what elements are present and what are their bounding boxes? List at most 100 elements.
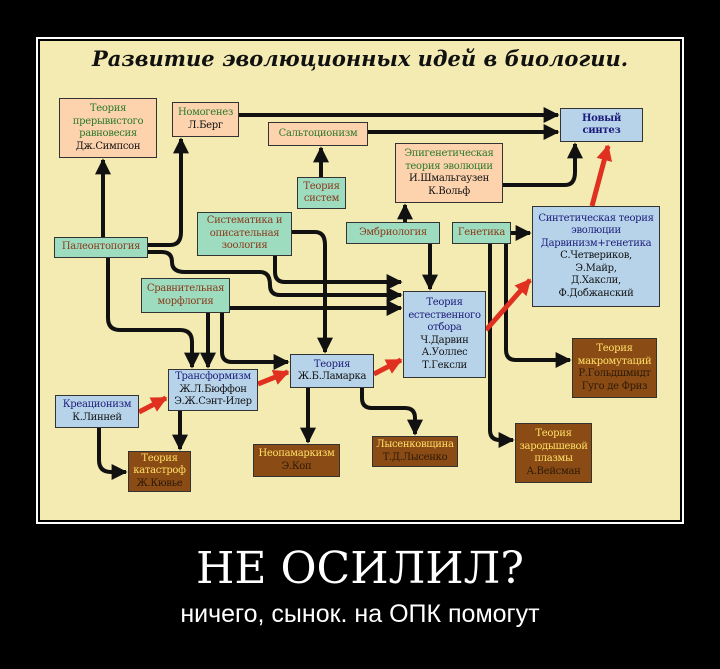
poster-headline: НЕ ОСИЛИЛ? <box>196 543 524 594</box>
box-author: Д.Хаксли, <box>571 275 621 287</box>
box-label: Палеонтопогия <box>61 241 141 253</box>
box-author: Э.Майр, <box>575 262 617 274</box>
box-author: И.Шмальгаузен <box>408 173 490 184</box>
box-author: Ф.Добжанский <box>558 287 634 299</box>
box-comparative-morphology: Сравнительная морфлогия <box>141 278 230 313</box>
box-author: Ж.Л.Бюффон <box>179 383 247 395</box>
box-author: Т.Гексли <box>422 359 467 371</box>
red-arrow-synthetic-newsynthesis <box>589 144 613 207</box>
box-label: Синтетическая теория <box>538 212 654 224</box>
box-label: систем <box>303 193 340 204</box>
box-label: Новый <box>581 112 621 124</box>
box-label: прерывистого <box>72 115 144 127</box>
box-label: морфлогия <box>157 295 214 307</box>
box-label: теория эволюции <box>405 160 493 172</box>
box-label: Генетика <box>457 226 506 238</box>
box-label: Сравнительная <box>146 283 225 294</box>
red-arrow-creationism-transformism <box>137 395 168 415</box>
arrow-systematics-lamarck <box>292 230 333 354</box>
box-label: Эпигенетическая <box>404 148 494 159</box>
arrow-creationism-catastrophe <box>97 428 128 480</box>
box-epigenetic-theory: Эпигенетическая теория эволюции И.Шмальг… <box>395 143 503 203</box>
box-label: Эмбриология <box>359 226 427 238</box>
box-macromutation: Теория макромутаций Р.Гольдшмидт Гуго де… <box>572 338 657 398</box>
arrow-genetics-germplasm <box>488 244 515 448</box>
box-label: зародышевой <box>519 440 588 452</box>
box-label: отбора <box>427 322 462 333</box>
poster-subline: ничего, сынок. на ОПК помогут <box>180 600 540 628</box>
box-label: Сальтоционизм <box>278 127 358 139</box>
box-label: Номогенез <box>177 107 234 118</box>
box-natural-selection: Теория естественного отбора Ч.Дарвин А.У… <box>403 291 486 378</box>
box-label: зоология <box>221 240 268 252</box>
box-author: Ж.Кювье <box>136 477 183 489</box>
box-label: Теория <box>426 297 463 308</box>
box-systematics: Систематика и описательная зоология <box>197 212 292 256</box>
box-label: Систематика и <box>206 215 283 227</box>
box-label: эволюции <box>571 225 621 237</box>
arrow-lamarck-lysenko <box>360 388 423 436</box>
box-label: естественного <box>408 309 481 321</box>
box-label: плазмы <box>534 453 573 464</box>
box-transformism: Трансформизм Ж.Л.Бюффон Э.Ж.Сэнт-Илер <box>168 369 258 411</box>
box-label: Трансформизм <box>175 371 251 383</box>
box-label: равновесия <box>79 128 137 139</box>
box-punctuated-equilibrium: Теория прерывистого равновесия Дж.Симпсо… <box>59 98 157 158</box>
box-saltationism: Сальтоционизм <box>268 122 368 146</box>
box-author: Дж.Симпсон <box>75 140 141 152</box>
box-synthetic-theory: Синтетическая теория эволюции Дарвинизм+… <box>532 206 660 307</box>
box-neolamarckism: Неопамаркизм Э.Коп <box>253 444 340 477</box>
red-arrow-selection-synthetic <box>484 278 532 332</box>
box-label: Теория <box>303 180 340 192</box>
box-lamarck: Теория Ж.Б.Ламарка <box>290 354 374 388</box>
box-nomogenez: Номогенез Л.Берг <box>172 102 239 137</box>
box-catastrophism: Теория катастроф Ж.Кювье <box>128 451 191 492</box>
arrow-genetics-macromutation <box>504 244 572 368</box>
box-label: макромутаций <box>577 355 652 367</box>
box-new-synthesis: Новый синтез <box>560 108 643 142</box>
box-label: Лысенковщина <box>376 439 454 450</box>
box-author: А.Уоллес <box>421 347 468 358</box>
box-author: Э.Коп <box>281 460 312 472</box>
box-label: Теория <box>596 343 633 354</box>
box-author: Гуго де Фриз <box>581 380 648 392</box>
arrow-paleo-transformism <box>106 258 200 369</box>
arrow-epigenetic-synthesis <box>503 142 583 187</box>
red-arrow-transformism-lamarck <box>257 369 290 387</box>
diagram-title: Развитие эволюционных идей в биологии. <box>91 46 629 71</box>
box-label: Креационизм <box>62 399 132 410</box>
box-lysenkoism: Лысенковщина Т.Д.Лысенко <box>372 436 458 467</box>
arrow-paleo-selection <box>148 250 403 303</box>
box-author: А.Вейсман <box>526 465 581 477</box>
box-paleontology: Палеонтопогия <box>54 237 148 258</box>
arrow-paleo-nomogenez <box>148 137 189 247</box>
box-label: Ж.Б.Ламарка <box>297 371 367 382</box>
box-embryology: Эмбриология <box>346 222 440 244</box>
arrow-systematics-selection <box>273 256 403 290</box>
box-label: описательная <box>209 227 280 239</box>
box-label: Дарвинизм+генетика <box>540 237 652 249</box>
box-label: синтез <box>582 125 621 136</box>
box-author: Э.Ж.Сэнт-Илер <box>174 396 252 408</box>
arrow-morphology-lamarck <box>220 313 290 370</box>
box-author: Ч.Дарвин <box>420 334 469 346</box>
image-frame <box>36 37 684 524</box>
box-author: Р.Гольдшмидт <box>578 368 651 379</box>
box-label: Теория <box>313 358 351 370</box>
red-arrow-lamarck-selection <box>372 357 403 377</box>
box-label: Теория <box>535 428 572 439</box>
box-label: Неопамаркизм <box>258 448 335 459</box>
box-genetics: Генетика <box>452 222 511 244</box>
box-author: Т.Д.Лысенко <box>382 451 448 463</box>
box-author: К.Линней <box>72 411 122 423</box>
box-author: К.Вольф <box>428 185 470 197</box>
box-germ-plasm: Теория зародышевой плазмы А.Вейсман <box>515 423 592 483</box>
box-systems-theory: Теория систем <box>297 177 346 209</box>
box-label: катастроф <box>133 465 186 477</box>
box-label: Теория <box>141 452 178 464</box>
box-author: С.Четвериков, <box>560 250 632 262</box>
box-author: Л.Берг <box>188 119 223 131</box>
box-creationism: Креационизм К.Линней <box>55 395 139 428</box>
